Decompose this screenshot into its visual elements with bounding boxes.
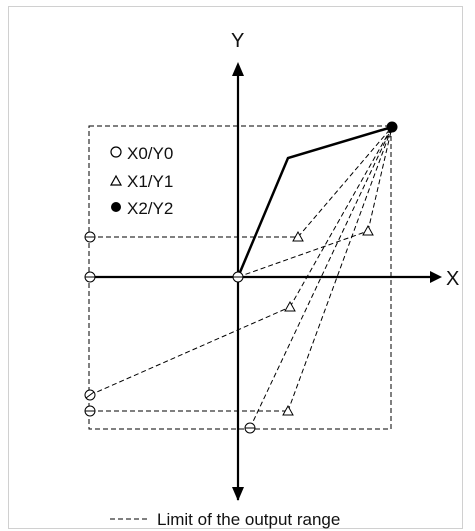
legend-label-x2y2: X2/Y2 <box>127 199 173 218</box>
triangle-marker-4 <box>282 404 294 416</box>
x1y1-markers <box>282 224 374 416</box>
legend-label-x1y1: X1/Y1 <box>127 172 173 191</box>
projection-lines <box>89 126 393 429</box>
y-axis-arrow-icon <box>232 62 244 76</box>
x-axis-arrow-icon <box>430 271 442 283</box>
y-axis-label: Y <box>231 30 244 52</box>
triangle-marker-2 <box>362 224 374 236</box>
legend-open-triangle-icon <box>109 174 123 186</box>
circle-marker-ticks <box>85 236 255 429</box>
x-axis-label: X <box>446 268 459 290</box>
characteristic-curve <box>236 125 393 278</box>
y-axis-down-arrow-icon <box>232 487 244 501</box>
image-border <box>8 6 463 529</box>
triangle-marker-3 <box>284 300 296 312</box>
legend-filled-circle-icon <box>111 202 121 212</box>
legend-label-x0y0: X0/Y0 <box>127 144 173 163</box>
x2y2-marker <box>386 121 398 133</box>
triangle-marker-1 <box>292 230 304 242</box>
legend-open-circle-icon <box>110 146 122 158</box>
footer-caption: Limit of the output range <box>157 510 340 529</box>
x0y0-markers <box>84 231 256 434</box>
legend: X0/Y0 X1/Y1 X2/Y2 <box>109 144 173 218</box>
